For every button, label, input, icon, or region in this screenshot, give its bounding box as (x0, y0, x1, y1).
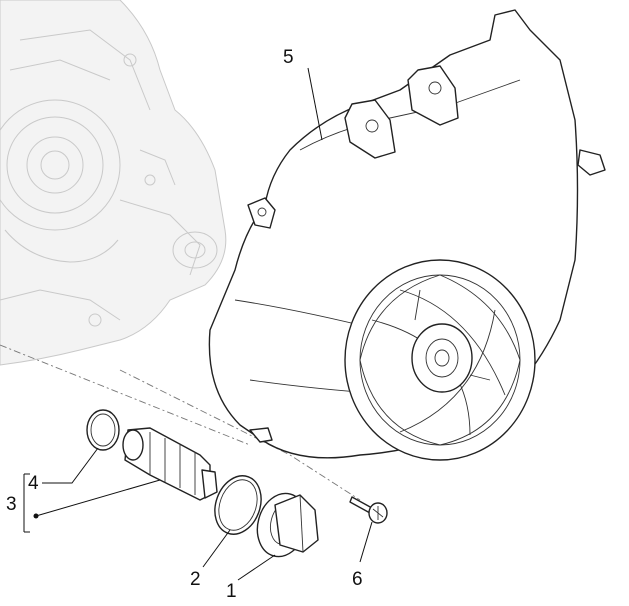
callout-3: 3 (6, 494, 17, 515)
small-o-ring-part-4 (86, 409, 120, 451)
group-bracket-dot (33, 513, 39, 519)
callout-6: 6 (352, 569, 363, 590)
assembly-axis-lines (0, 344, 361, 501)
screw-part-6 (349, 496, 388, 524)
callout-1: 1 (226, 581, 237, 602)
oil-filter-screen-part-3 (122, 427, 218, 501)
large-o-ring-part-2 (214, 475, 262, 535)
callout-2: 2 (190, 569, 201, 590)
fan-cover-part-5 (208, 9, 606, 461)
callout-5: 5 (283, 47, 294, 68)
filter-cap-part-1 (256, 492, 319, 558)
callout-4: 4 (28, 473, 39, 494)
leader-lines (23, 67, 373, 581)
engine-crankcase-ghost (0, 0, 227, 366)
